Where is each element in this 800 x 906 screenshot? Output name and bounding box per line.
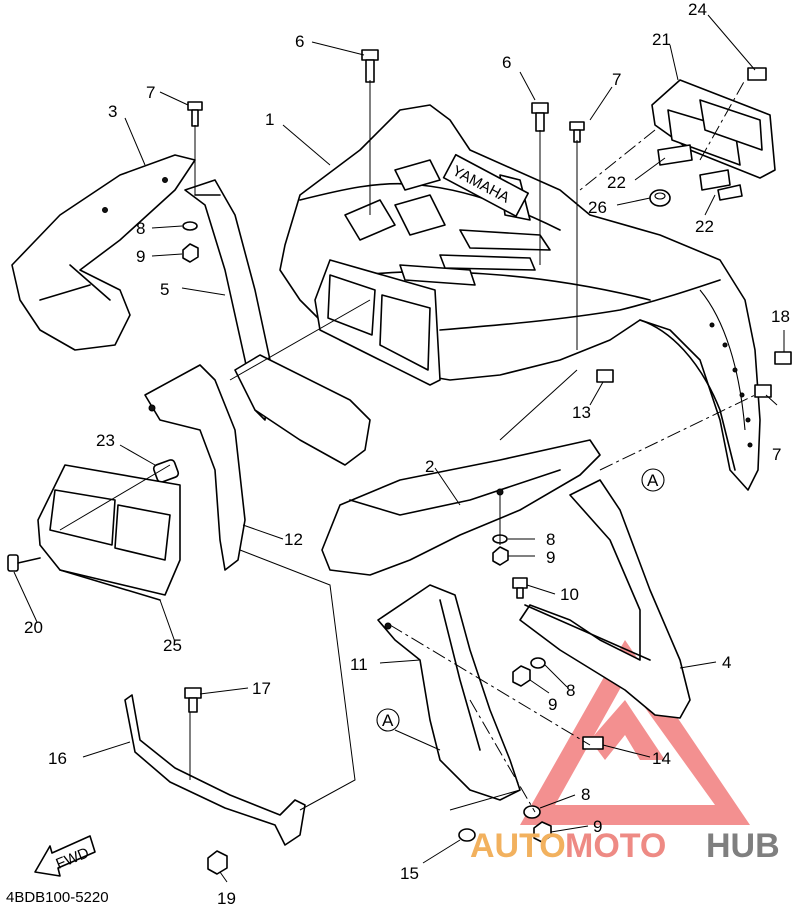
callout-8-center: 8 — [546, 530, 555, 549]
callout-leaders — [13, 14, 785, 883]
callout-20: 20 — [24, 618, 43, 637]
assembly-lines — [59, 79, 756, 813]
callout-22-right: 22 — [695, 217, 714, 236]
diagram-code: 4BDB100-5220 — [6, 889, 109, 906]
callout-18: 18 — [771, 307, 790, 326]
callout-7-right: 7 — [772, 445, 781, 464]
callout-24: 24 — [688, 0, 707, 19]
callout-9-bottom: 9 — [593, 817, 602, 836]
callout-26: 26 — [588, 198, 607, 217]
part-screw-20 — [7, 554, 41, 572]
part-bracket-12 — [144, 364, 246, 571]
part-inner-panel-11 — [377, 584, 521, 801]
part-grommet-26 — [649, 189, 671, 207]
callout-22-left: 22 — [607, 173, 626, 192]
callout-21: 21 — [652, 30, 671, 49]
reference-marker-top: A — [641, 468, 665, 492]
ref-marker-a-bottom: A — [382, 711, 394, 730]
part-lamp-housing-21 — [651, 79, 776, 179]
callout-11: 11 — [350, 655, 368, 674]
part-side-panel — [234, 354, 371, 466]
fasteners — [182, 49, 792, 875]
fwd-arrow-icon: FWD — [34, 835, 96, 877]
callout-7-left: 7 — [146, 83, 155, 102]
ref-marker-a-top: A — [647, 471, 659, 490]
part-spacer-23 — [152, 459, 180, 483]
callout-13: 13 — [572, 403, 591, 422]
watermark-moto: MOTO — [565, 827, 666, 865]
callout-14: 14 — [652, 749, 671, 768]
callout-9-right: 9 — [548, 695, 557, 714]
callout-9-center: 9 — [546, 548, 555, 567]
callout-8-right: 8 — [566, 681, 575, 700]
part-pads-22 — [657, 144, 743, 201]
callout-9-left: 9 — [136, 247, 145, 266]
watermark-hub: HUB — [706, 827, 780, 865]
callout-25: 25 — [163, 636, 182, 655]
part-brace-16 — [124, 694, 306, 846]
part-headlight-housing-upper — [314, 259, 441, 386]
callout-10: 10 — [560, 585, 579, 604]
callout-8-left: 8 — [136, 219, 145, 238]
part-right-mudflap — [519, 479, 691, 719]
callout-12: 12 — [284, 530, 303, 549]
callout-7-center: 7 — [612, 70, 621, 89]
part-left-mudflap — [11, 154, 196, 351]
callout-16: 16 — [48, 749, 67, 768]
callout-8-bottom: 8 — [581, 785, 590, 804]
callout-15: 15 — [400, 864, 419, 883]
reference-marker-bottom: A — [376, 708, 400, 732]
callout-5: 5 — [160, 280, 169, 299]
callout-6-left: 6 — [295, 32, 304, 51]
part-lower-cover — [321, 439, 601, 576]
watermark-auto: AUTO — [470, 827, 566, 865]
callout-3: 3 — [108, 102, 117, 121]
part-stay-5 — [184, 179, 271, 421]
callout-2: 2 — [425, 457, 434, 476]
callout-23: 23 — [96, 431, 115, 450]
callout-4: 4 — [722, 653, 731, 672]
watermark-text: AUTO MOTO HUB — [470, 827, 780, 865]
part-front-fender: YAMAHA — [279, 104, 761, 491]
callout-labels: 1 2 3 4 5 6 6 7 7 7 8 8 8 8 9 9 9 9 10 1… — [24, 0, 790, 906]
part-headlight-25 — [37, 464, 181, 601]
callout-17: 17 — [252, 679, 271, 698]
callout-19: 19 — [217, 889, 236, 906]
callout-1: 1 — [265, 110, 274, 129]
callout-6-right: 6 — [502, 53, 511, 72]
fwd-label: FWD — [53, 844, 91, 873]
